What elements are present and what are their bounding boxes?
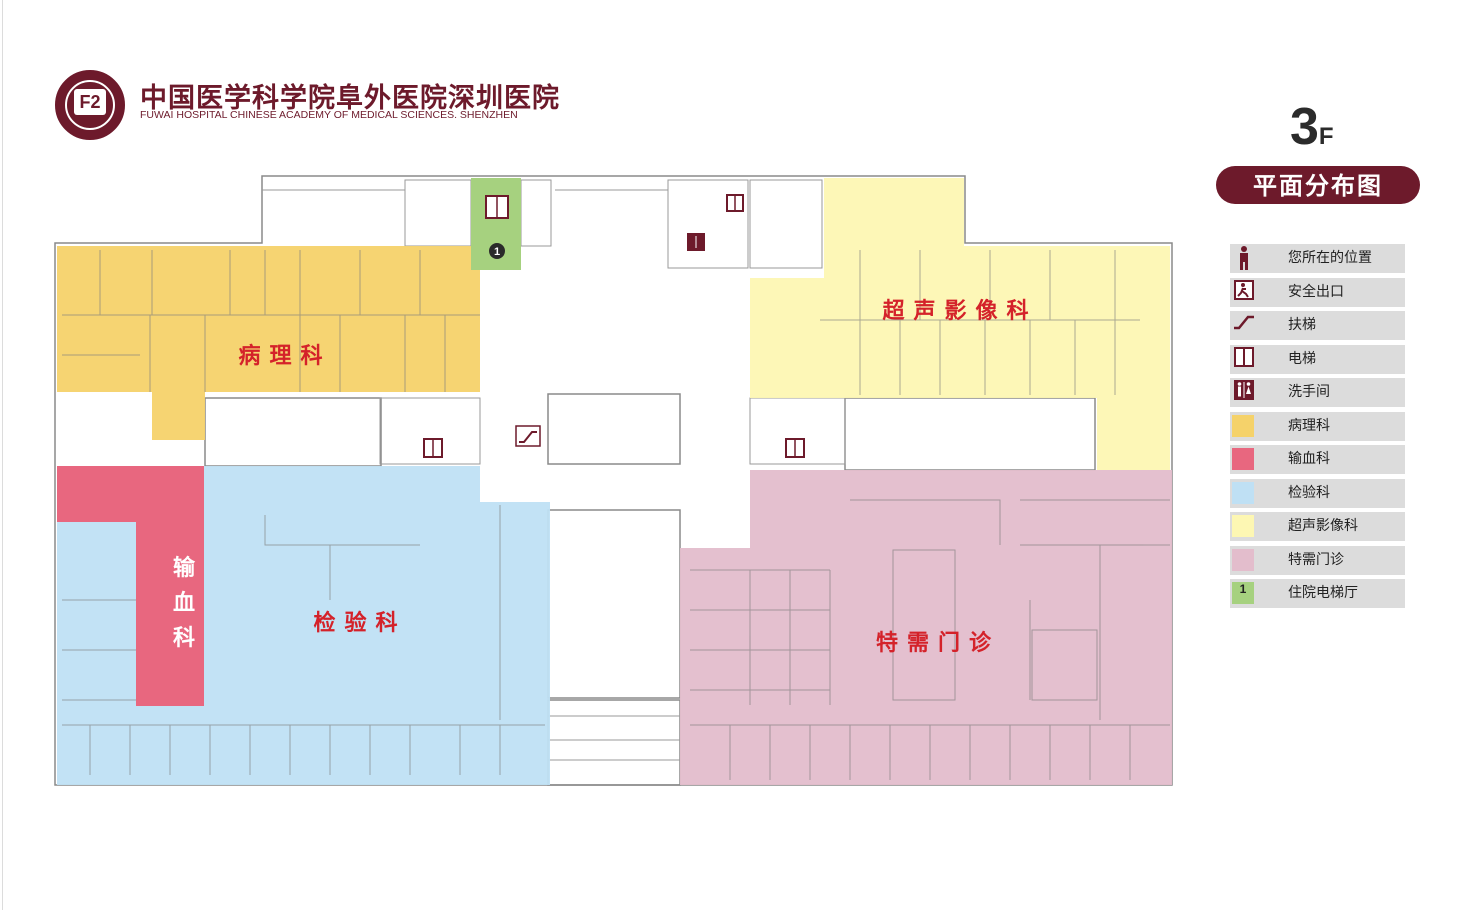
legend-label: 扶梯 [1288,317,1316,333]
legend-label: 安全出口 [1288,283,1344,300]
hospital-logo: F2 [55,70,125,140]
page-edge-line [2,0,3,910]
legend-swatch [1232,481,1254,504]
label-vip-clinic: 特需门诊 [876,630,1000,656]
elevator-hall-marker [489,243,505,259]
zone-transfusion [57,466,204,706]
hospital-name-en: FUWAI HOSPITAL CHINESE ACADEMY OF MEDICA… [140,109,518,121]
legend-label: 病理科 [1288,417,1330,434]
label-lab: 检验科 [313,610,406,636]
elevator-icon [423,438,443,458]
legend-item-restroom: 洗手间 [1230,378,1405,407]
legend-label: 检验科 [1288,484,1330,501]
interior-walls [62,250,1170,780]
label-transfusion-2: 血 [173,590,195,616]
escalator-icon [1232,313,1256,337]
escalator-icon [515,425,541,447]
legend-swatch [1232,515,1254,537]
legend-swatch: 1 [1232,582,1254,604]
legend-label: 您所在的位置 [1288,250,1372,266]
legend-swatch [1232,548,1254,571]
legend: 您所在的位置 安全出口 扶梯 电梯 洗手间 [1230,244,1405,613]
legend-swatch [1232,448,1254,470]
legend-item-exit: 安全出口 [1230,277,1405,307]
zone-pathology [57,246,480,440]
floor-number: 3 [1290,98,1319,156]
legend-item-location: 您所在的位置 [1230,244,1405,273]
logo-mark: F2 [74,89,106,115]
legend-item-ultrasound: 超声影像科 [1230,512,1405,541]
elevator-icon [785,438,805,458]
label-ultrasound: 超声影像科 [882,298,1037,324]
elevator-hall-number: 1 [494,246,500,258]
legend-label: 超声影像科 [1288,518,1358,534]
legend-item-vip-clinic: 特需门诊 [1230,545,1405,575]
legend-item-elevator: 电梯 [1230,344,1405,374]
legend-item-elevator-hall: 1 住院电梯厅 [1230,579,1405,608]
legend-item-escalator: 扶梯 [1230,311,1405,340]
label-transfusion-3: 科 [173,626,195,651]
exit-icon [1232,279,1256,304]
legend-label: 住院电梯厅 [1288,585,1358,601]
person-icon [1232,246,1256,270]
elevator-icon [485,195,509,219]
label-transfusion-1: 输 [173,555,196,581]
elevator-icon [726,194,744,212]
zone-ultrasound [750,178,1170,470]
restroom-icon [1232,380,1256,404]
legend-label: 输血科 [1288,451,1330,467]
legend-label: 电梯 [1288,350,1316,367]
legend-item-lab: 检验科 [1230,478,1405,508]
floor-suffix: F [1318,123,1334,150]
legend-label: 洗手间 [1288,384,1330,400]
hospital-name-cn: 中国医学科学院阜外医院深圳医院 [140,83,560,114]
floor-indicator: 3F [1290,98,1334,166]
zone-vip-clinic [680,470,1172,785]
legend-label: 特需门诊 [1288,551,1344,568]
plan-title: 平面分布图 [1216,166,1420,204]
restroom-icon [687,233,705,251]
legend-item-pathology: 病理科 [1230,411,1405,441]
legend-item-transfusion: 输血科 [1230,445,1405,474]
label-pathology: 病理科 [238,343,331,369]
elevator-icon [1232,346,1256,371]
legend-swatch [1232,414,1254,437]
